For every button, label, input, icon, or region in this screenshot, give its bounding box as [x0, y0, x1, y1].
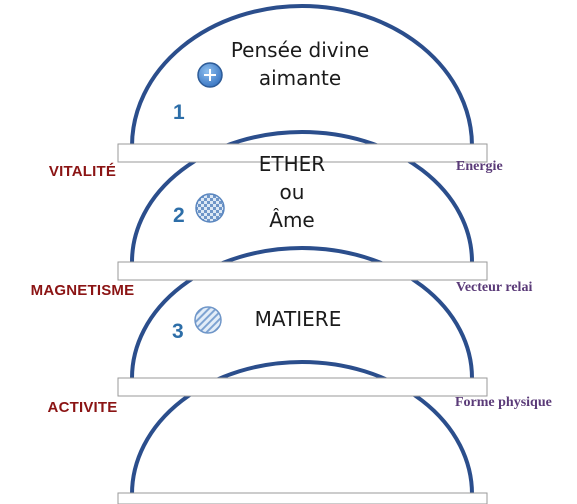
level-2-line-2: ou	[279, 180, 305, 204]
arch-2	[130, 130, 474, 263]
checkered-circle-icon	[195, 193, 225, 223]
plus-circle-icon	[197, 62, 223, 88]
level-3-text: MATIERE	[238, 305, 358, 333]
level-1-line-2: aimante	[258, 66, 342, 90]
right-label-energie: Energie	[456, 159, 503, 174]
level-2-line-1: ETHER	[258, 152, 326, 176]
arch-1	[130, 4, 474, 147]
level-2-text: ETHER ou Âme	[222, 150, 362, 234]
level-number-3: 3	[172, 320, 184, 343]
base-bar-2	[117, 261, 488, 281]
level-2-line-3: Âme	[269, 208, 315, 232]
level-3-line-1: MATIERE	[254, 307, 342, 331]
base-bar-1	[117, 143, 488, 163]
level-1-text: Pensée divine aimante	[210, 36, 390, 92]
arch-3	[130, 246, 474, 379]
left-label-vitalite: VITALITÉ	[48, 163, 117, 180]
hatched-circle-icon	[194, 306, 222, 334]
level-number-1: 1	[173, 101, 185, 124]
right-label-forme-physique: Forme physique	[455, 395, 552, 410]
left-label-magnetisme: MAGNETISME	[30, 282, 135, 299]
right-label-vecteur-relai: Vecteur relai	[456, 280, 533, 295]
base-bar-4	[117, 492, 488, 504]
level-number-2: 2	[173, 204, 185, 227]
base-bar-3	[117, 377, 488, 397]
arch-4	[130, 360, 474, 495]
level-1-line-1: Pensée divine	[230, 38, 370, 62]
left-label-activite: ACTIVITE	[47, 399, 118, 416]
